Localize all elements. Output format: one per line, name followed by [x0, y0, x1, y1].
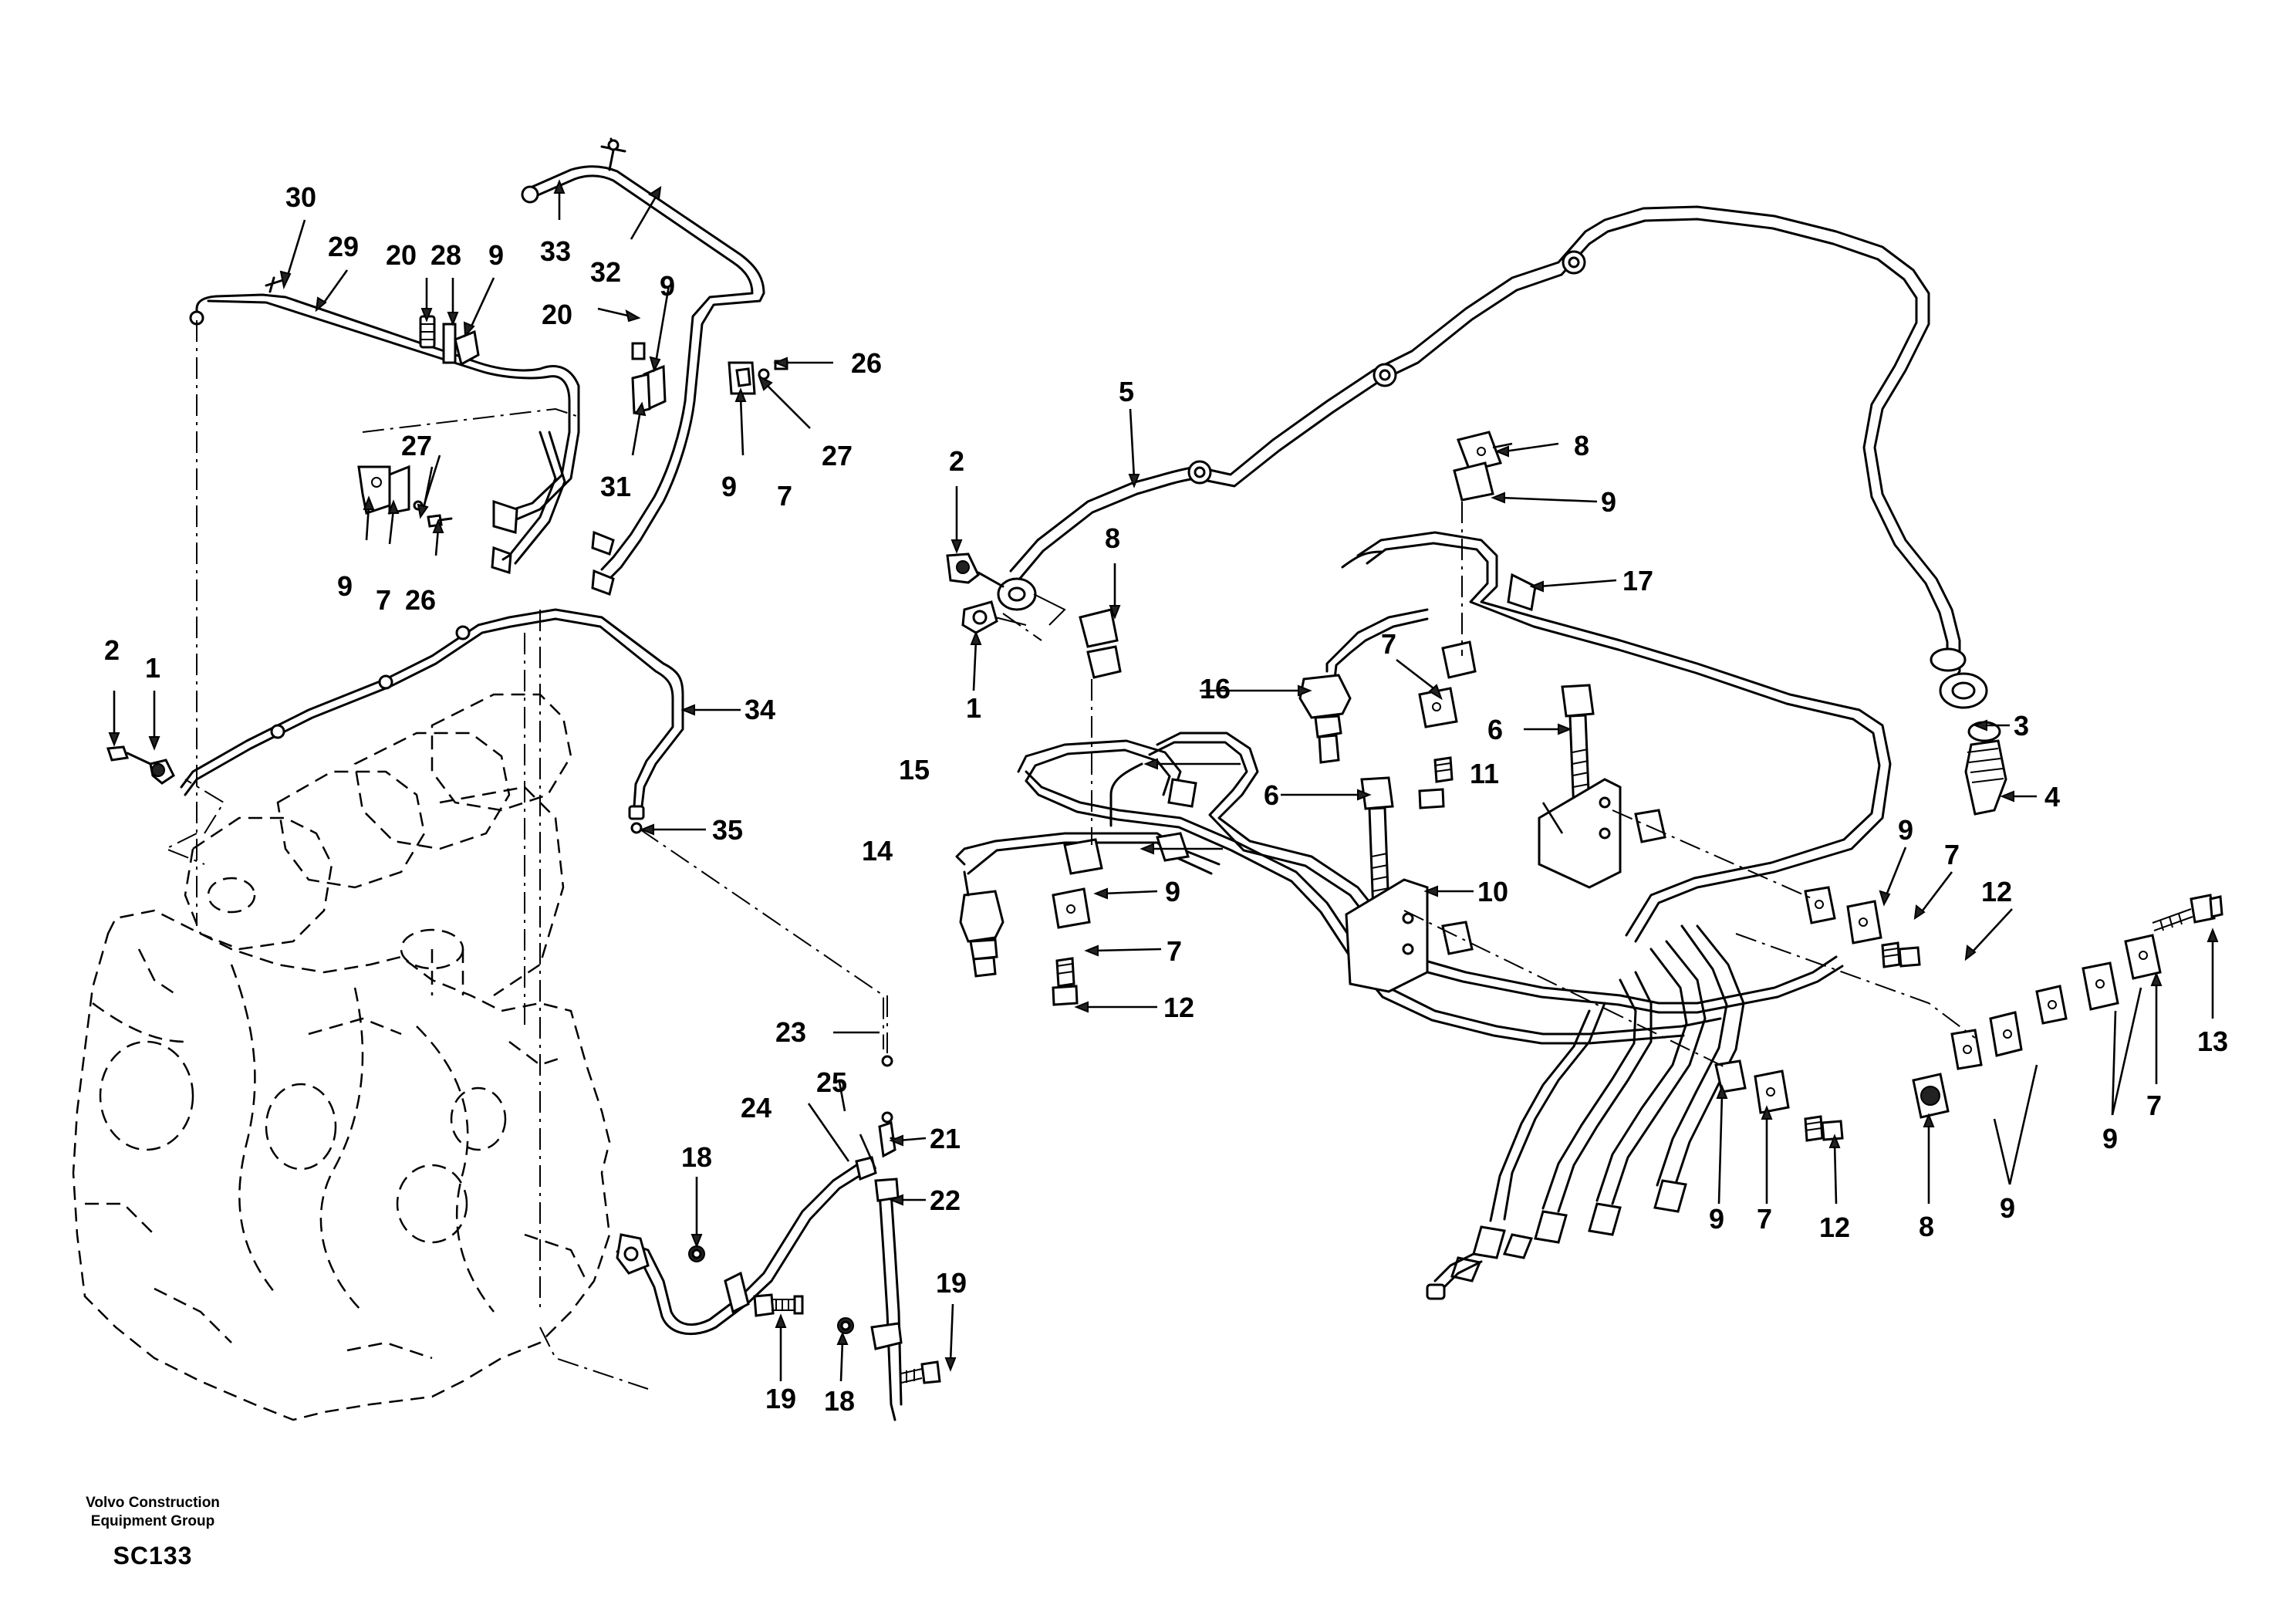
- label-13: 13: [2197, 1026, 2228, 1057]
- label-31: 31: [600, 471, 631, 502]
- label-18: 18: [824, 1385, 855, 1417]
- label-12: 12: [1163, 992, 1194, 1023]
- footer-org-line2: Equipment Group: [90, 1513, 215, 1529]
- label-18: 18: [681, 1141, 712, 1173]
- label-19: 19: [765, 1383, 796, 1414]
- upper-left-lines: [189, 137, 765, 596]
- label-20: 20: [542, 299, 572, 330]
- lower-left-parts: [616, 995, 941, 1421]
- label-25: 25: [816, 1066, 847, 1098]
- label-7: 7: [777, 480, 792, 512]
- label-9: 9: [2102, 1123, 2118, 1154]
- label-7: 7: [376, 584, 391, 616]
- label-19: 19: [936, 1267, 967, 1299]
- part-labels: 30 29 20 28 9 33 32 20 9 26 27 7 9 31 27…: [104, 181, 2228, 1417]
- label-21: 21: [930, 1123, 961, 1154]
- label-7: 7: [1757, 1203, 1772, 1235]
- label-2: 2: [104, 634, 120, 666]
- leader-lines: [108, 179, 2219, 1382]
- label-9: 9: [2000, 1192, 2015, 1224]
- label-14: 14: [862, 835, 893, 867]
- label-11: 11: [1470, 758, 1499, 789]
- label-16: 16: [1200, 673, 1231, 705]
- left-assembly-leaders: [164, 320, 884, 1390]
- label-9: 9: [721, 471, 737, 502]
- label-6: 6: [1264, 779, 1279, 811]
- label-32: 32: [590, 256, 621, 288]
- label-28: 28: [430, 239, 461, 271]
- label-7: 7: [1944, 839, 1960, 870]
- right-main-assembly: [946, 205, 2223, 1300]
- label-12: 12: [1981, 876, 2012, 907]
- label-7: 7: [1381, 628, 1396, 660]
- label-1: 1: [966, 692, 981, 724]
- label-12: 12: [1819, 1211, 1850, 1243]
- label-35: 35: [712, 814, 743, 846]
- label-15: 15: [899, 754, 930, 786]
- label-3: 3: [2014, 710, 2029, 742]
- label-9: 9: [660, 270, 675, 302]
- footer-block: Volvo Construction Equipment Group SC133: [37, 1494, 268, 1570]
- label-20: 20: [386, 239, 417, 271]
- label-10: 10: [1477, 876, 1508, 907]
- engine-block: [72, 693, 611, 1421]
- label-27: 27: [401, 430, 432, 461]
- label-9: 9: [1601, 486, 1616, 518]
- label-34: 34: [745, 694, 775, 725]
- label-33: 33: [540, 235, 571, 267]
- label-24: 24: [741, 1092, 772, 1124]
- label-30: 30: [285, 181, 316, 213]
- label-6: 6: [1487, 714, 1503, 745]
- label-9: 9: [1709, 1203, 1724, 1235]
- label-8: 8: [1919, 1211, 1934, 1242]
- label-4: 4: [2044, 781, 2060, 813]
- label-26: 26: [851, 347, 882, 379]
- upper-left-hardware: [357, 315, 788, 528]
- label-27: 27: [822, 440, 853, 471]
- footer-org-line1: Volvo Construction: [86, 1495, 220, 1511]
- leak-off-line: [106, 608, 684, 834]
- label-17: 17: [1622, 565, 1653, 596]
- label-2: 2: [949, 445, 964, 477]
- label-22: 22: [930, 1184, 961, 1216]
- label-8: 8: [1105, 522, 1120, 554]
- label-23: 23: [775, 1016, 806, 1048]
- label-9: 9: [1165, 876, 1180, 907]
- label-7: 7: [2146, 1090, 2162, 1121]
- label-5: 5: [1119, 376, 1134, 407]
- label-29: 29: [328, 231, 359, 262]
- label-9: 9: [1898, 814, 1913, 846]
- label-8: 8: [1574, 430, 1589, 461]
- footer-diagram-code: SC133: [113, 1542, 193, 1570]
- label-9: 9: [488, 239, 504, 271]
- label-7: 7: [1167, 935, 1182, 967]
- label-1: 1: [145, 652, 160, 684]
- label-26: 26: [405, 584, 436, 616]
- label-9: 9: [337, 570, 353, 602]
